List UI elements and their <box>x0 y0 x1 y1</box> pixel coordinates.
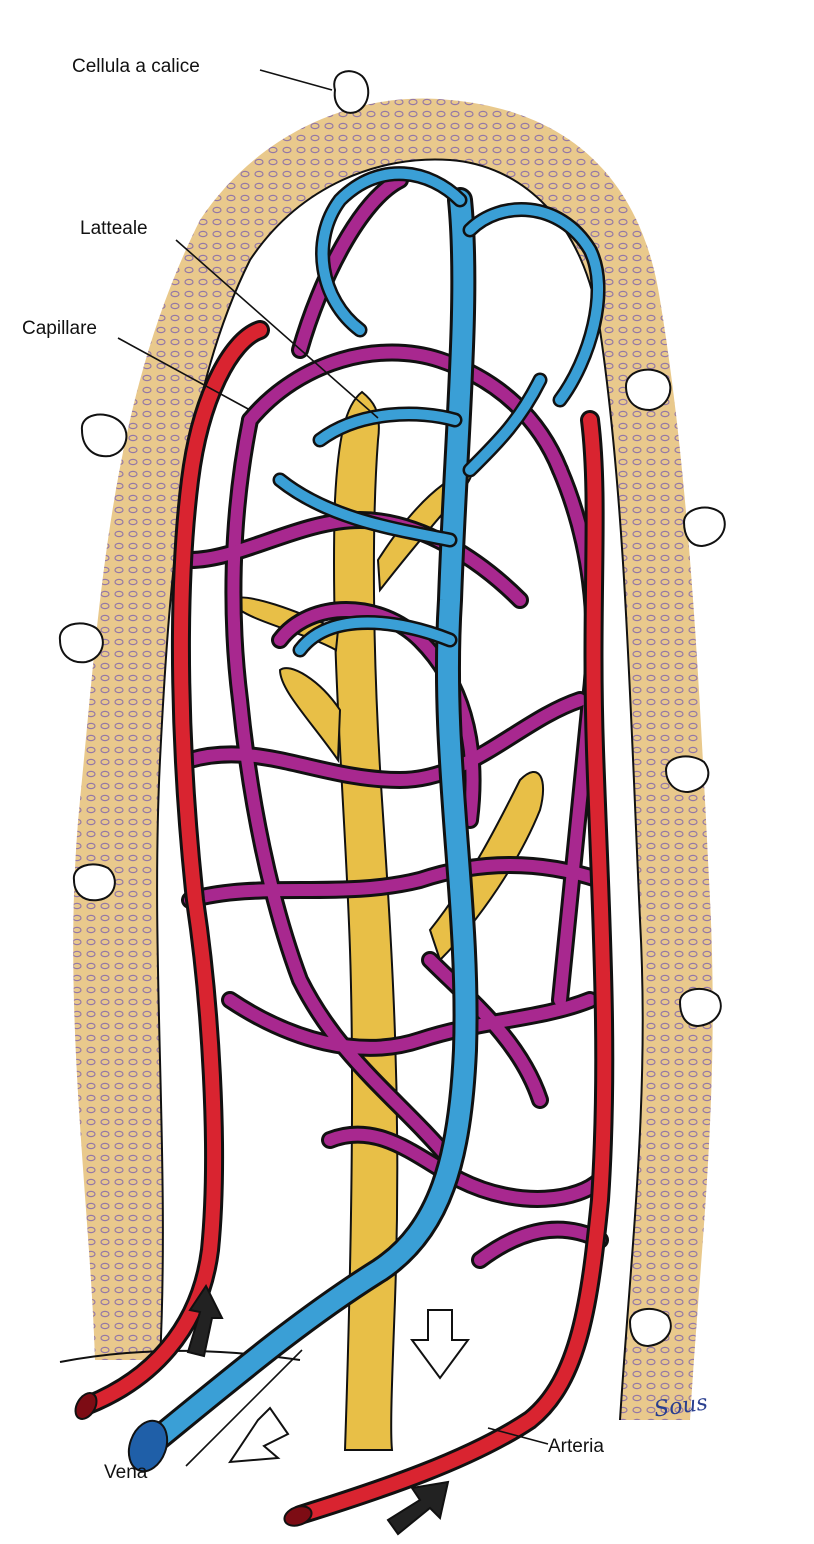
goblet-cell <box>74 864 115 900</box>
goblet-cell <box>60 623 103 662</box>
arrow-down-outline-icon <box>412 1310 468 1378</box>
goblet-cell <box>626 370 670 410</box>
goblet-cell <box>684 508 725 546</box>
goblet-cell <box>82 415 127 457</box>
label-vein: Vena <box>104 1462 147 1484</box>
arrow-down-left-outline-icon <box>230 1408 288 1462</box>
label-capillary: Capillare <box>22 318 97 340</box>
goblet-cell <box>334 71 368 113</box>
label-lacteal: Latteale <box>80 218 148 240</box>
goblet-cell <box>680 989 721 1026</box>
label-artery: Arteria <box>548 1436 604 1458</box>
goblet-cell <box>666 756 708 792</box>
label-goblet-cell: Cellula a calice <box>72 56 200 78</box>
goblet-cell <box>630 1309 671 1346</box>
